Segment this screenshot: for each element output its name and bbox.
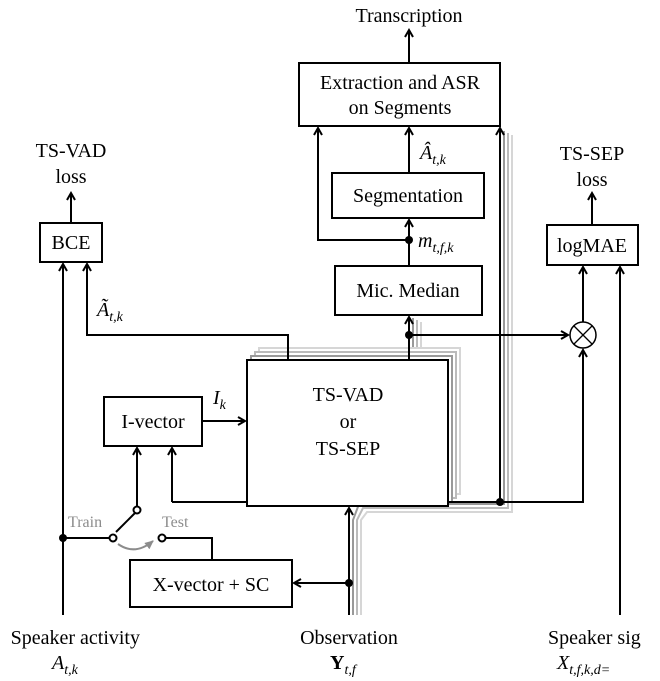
extraction-label-2: on Segments (349, 97, 452, 119)
ts-sep-loss-label-1: TS-SEP (560, 143, 624, 165)
ivector-label: I-vector (121, 411, 185, 433)
ts-model-block: TS-VAD or TS-SEP (246, 359, 449, 507)
segmentation-label: Segmentation (353, 185, 463, 207)
ik-label: Ik (212, 387, 227, 413)
ts-vad-loss-label-1: TS-VAD (36, 140, 107, 162)
bce-block: BCE (39, 222, 103, 263)
speaker-activity-label: Speaker activity (11, 627, 140, 649)
xvector-label: X-vector + SC (153, 574, 270, 596)
ts-model-label-3: TS-SEP (316, 438, 380, 460)
connections (63, 30, 620, 615)
arrow-a-tilde-to-bce (87, 264, 289, 360)
m-label: mt,f,k (418, 230, 454, 256)
speaker-signal-label: Speaker sig (548, 627, 641, 649)
a-tilde-label: Ãt,k (95, 297, 124, 325)
multiply-icon (573, 325, 593, 345)
switch-test-label: Test (162, 514, 189, 531)
extraction-asr-block: Extraction and ASR on Segments (298, 62, 501, 127)
ts-model-label-2: or (340, 411, 357, 433)
speaker-signal-symbol: Xt,f,k,d= (556, 652, 610, 678)
switch-pivot-contact (132, 505, 142, 515)
ts-vad-loss-label-2: loss (55, 166, 86, 188)
extraction-label-1: Extraction and ASR (320, 72, 481, 94)
mic-median-label: Mic. Median (356, 280, 459, 302)
multiply-node (569, 321, 597, 349)
a-hat-label: Ât,k (418, 141, 447, 168)
switch-train-label: Train (68, 514, 102, 531)
xvector-to-test-line (165, 537, 213, 560)
transcription-label: Transcription (355, 5, 462, 27)
switch-train-contact (108, 533, 118, 543)
bce-label: BCE (52, 232, 91, 254)
speaker-activity-symbol: At,k (50, 652, 79, 678)
ts-sep-loss-label-2: loss (576, 169, 607, 191)
ivector-block: I-vector (103, 396, 203, 447)
arrow-m-to-extraction (318, 128, 409, 241)
switch-arm (115, 512, 136, 533)
observation-label: Observation (300, 627, 398, 649)
logmae-block: logMAE (546, 224, 639, 266)
ts-model-label-1: TS-VAD (313, 384, 384, 406)
xvector-sc-block: X-vector + SC (129, 559, 293, 608)
segmentation-block: Segmentation (331, 172, 485, 219)
mic-median-block: Mic. Median (334, 265, 483, 316)
switch-arrow (117, 540, 154, 551)
logmae-label: logMAE (557, 235, 627, 257)
observation-symbol: Yt,f (330, 652, 358, 678)
switch-test-contact (157, 533, 167, 543)
